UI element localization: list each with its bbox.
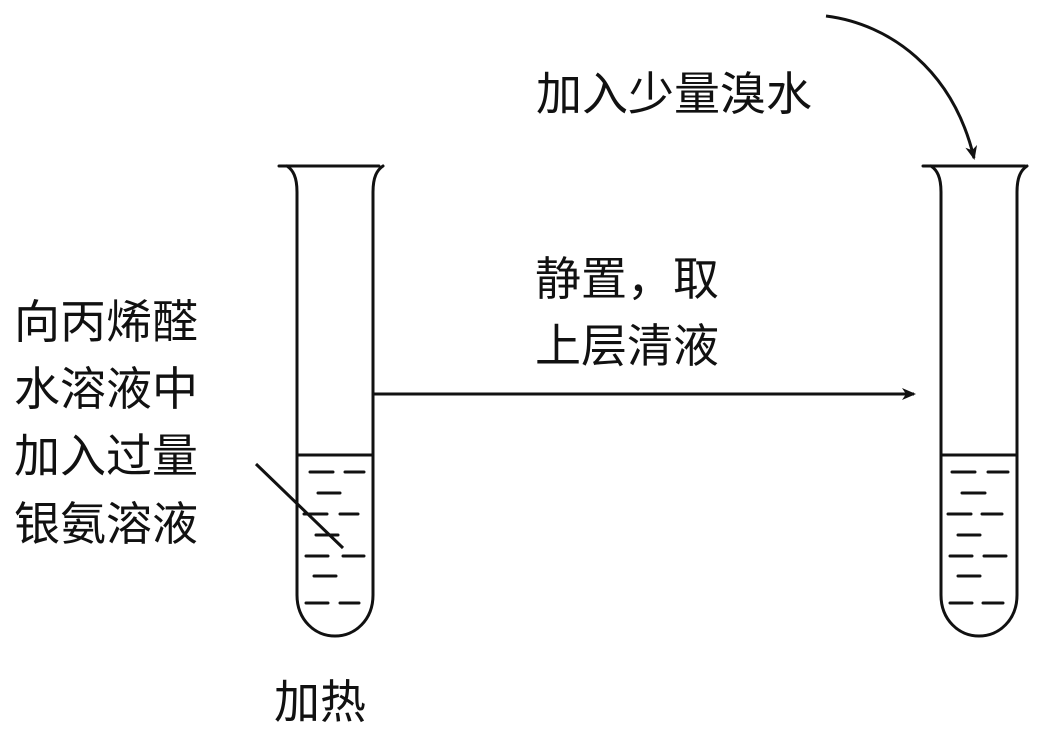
reagent-pointer-line xyxy=(254,462,345,550)
left-test-tube xyxy=(277,164,385,638)
transfer-label-line-1: 静置，取 xyxy=(535,252,719,306)
transfer-label-line-2: 上层清液 xyxy=(535,319,719,373)
bromine-water-arrow xyxy=(825,14,978,160)
top-reagent-label: 加入少量溴水 xyxy=(536,67,812,121)
left-tube-outline xyxy=(277,164,385,638)
right-liquid-marks xyxy=(946,470,1010,605)
right-tube-outline xyxy=(921,164,1029,638)
left-liquid-marks xyxy=(302,470,366,605)
left-reagent-label-line-4: 银氨溶液 xyxy=(14,497,198,551)
right-test-tube xyxy=(921,164,1029,638)
heat-label: 加热 xyxy=(274,675,366,729)
left-reagent-label-line-2: 水溶液中 xyxy=(14,362,198,416)
left-reagent-label-line-3: 加入过量 xyxy=(14,429,198,483)
left-reagent-label-line-1: 向丙烯醛 xyxy=(14,295,198,349)
